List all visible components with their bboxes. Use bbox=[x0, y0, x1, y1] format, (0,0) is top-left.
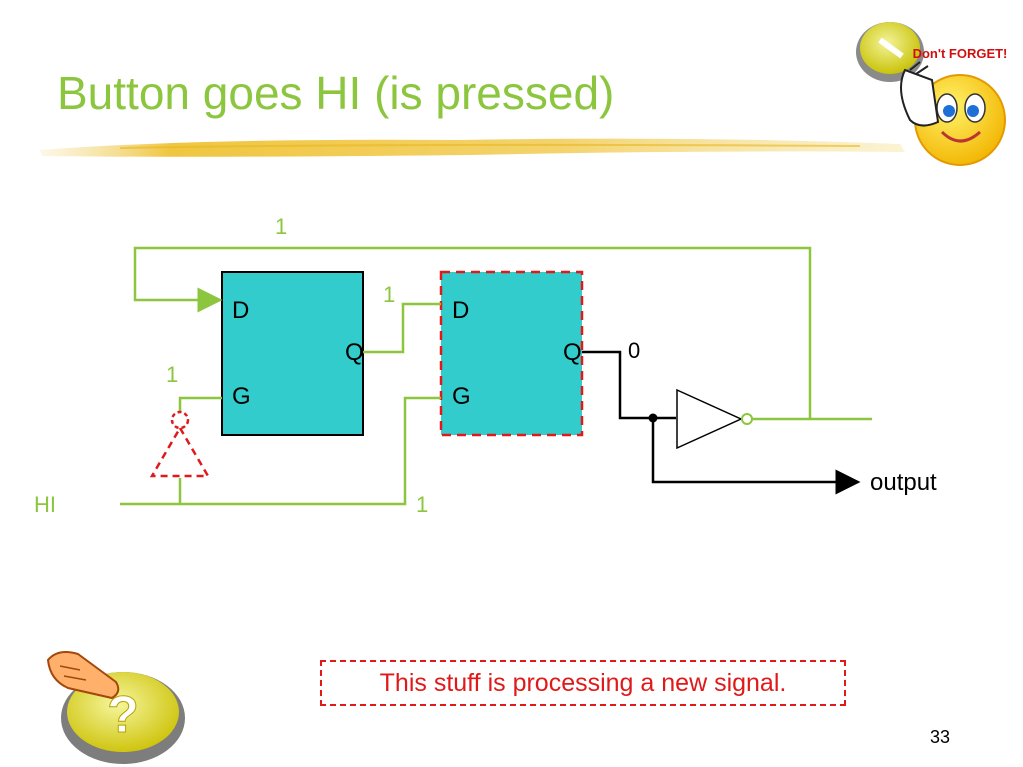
inverter-highlighted bbox=[149, 425, 211, 478]
latch-1-g-label: G bbox=[232, 383, 251, 410]
slide-title: Button goes HI (is pressed) bbox=[57, 67, 615, 119]
hi-input-wire bbox=[120, 396, 441, 506]
feedback-wire bbox=[133, 246, 812, 418]
page-number: 33 bbox=[930, 727, 951, 747]
latch-1-q-label: Q bbox=[345, 339, 364, 366]
q1-value-label: 1 bbox=[383, 282, 395, 307]
inverter bbox=[676, 388, 743, 450]
feedback-value-label: 1 bbox=[275, 214, 287, 239]
output-label: output bbox=[870, 469, 937, 496]
output-wire bbox=[651, 418, 861, 495]
q2-output-wire bbox=[582, 350, 676, 420]
hi-g2-value-label: 1 bbox=[416, 492, 428, 517]
hi-input-label: HI bbox=[34, 492, 56, 517]
latch-2-d-label: D bbox=[452, 297, 469, 324]
latch-2-q-label: Q bbox=[563, 339, 582, 366]
question-button-icon: ? bbox=[46, 651, 185, 764]
processing-note: This stuff is processing a new signal. bbox=[320, 660, 846, 706]
dont-forget-text: Don't FORGET! bbox=[913, 46, 1008, 61]
q1-to-d2-wire bbox=[363, 302, 441, 354]
latch-2 bbox=[439, 270, 584, 437]
inverter-bubble-highlighted bbox=[170, 410, 190, 430]
g1-wire bbox=[178, 396, 222, 413]
title-underline-brush bbox=[40, 138, 905, 157]
q2-value-label: 0 bbox=[628, 338, 640, 363]
latch-2-g-label: G bbox=[452, 383, 471, 410]
dont-forget-smiley-icon: Don't FORGET! bbox=[856, 22, 1008, 166]
latch-1-d-label: D bbox=[232, 297, 249, 324]
g1-value-label: 1 bbox=[166, 362, 178, 387]
inverter-bubble bbox=[741, 413, 753, 425]
latch-1 bbox=[221, 271, 364, 436]
svg-text:?: ? bbox=[107, 686, 139, 744]
